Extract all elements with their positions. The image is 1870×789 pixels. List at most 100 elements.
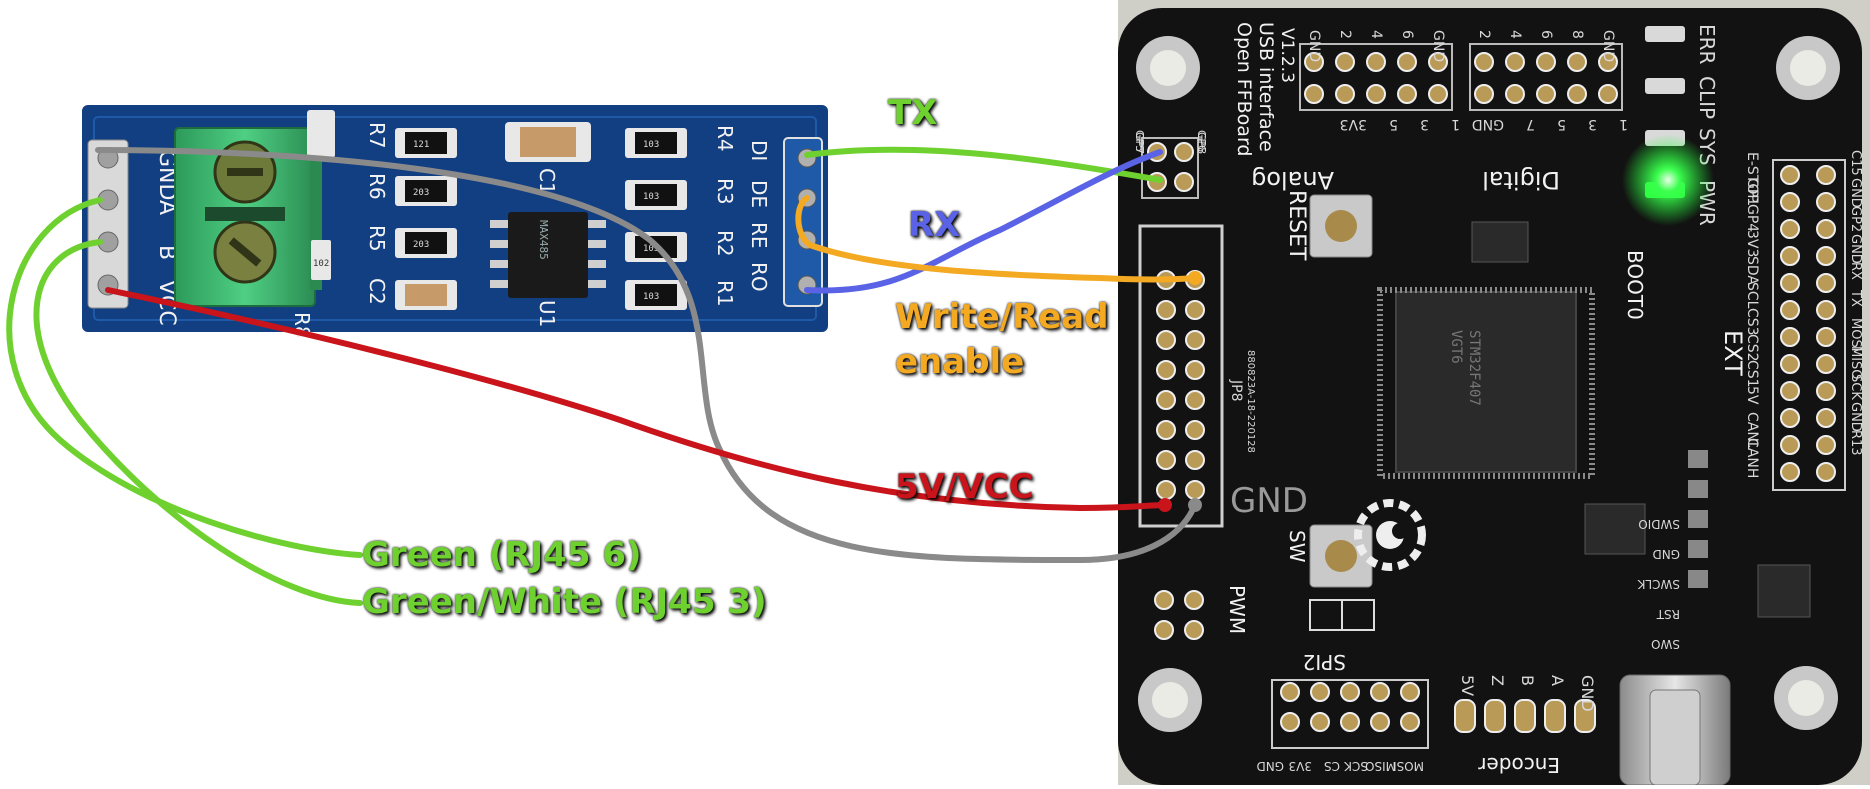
label-rx: RX xyxy=(908,208,960,242)
chip-text: MAX485 xyxy=(537,220,550,260)
label-gnd: GND xyxy=(1230,484,1308,518)
jp8-pin xyxy=(1185,480,1205,500)
encoder-pin xyxy=(1484,699,1506,733)
spi-pin xyxy=(1310,682,1330,702)
analog-pin-label: 1 xyxy=(1451,116,1460,132)
label-jp8: JP8 xyxy=(1228,379,1244,401)
label-green-white-text: Green/White (RJ45 3) xyxy=(362,582,767,622)
analog-pin-label: 2 xyxy=(1337,30,1353,39)
digital-pin-label: 3 xyxy=(1588,116,1597,132)
ext-pin-label: CS1 xyxy=(1744,360,1760,388)
ext-pin xyxy=(1816,327,1836,347)
encoder-pin xyxy=(1544,699,1566,733)
module-pin-de: DE xyxy=(747,180,771,208)
reset-button xyxy=(1309,194,1373,258)
spi-pin xyxy=(1370,682,1390,702)
label-pwm: PWM xyxy=(1225,585,1249,634)
ext-pin-label-2: SCK xyxy=(1848,374,1863,400)
swd-label: RST xyxy=(1656,607,1680,621)
spi-pin-label: 3V3 xyxy=(1289,759,1312,773)
spi-pin-label: CS xyxy=(1324,759,1340,773)
encoder-pin-label: B xyxy=(1518,675,1537,686)
ext-pin xyxy=(1780,246,1800,266)
module-left-header xyxy=(87,139,129,309)
label-digital: Digital xyxy=(1482,166,1560,194)
board-title-2: USB interface xyxy=(1255,22,1277,152)
module-pin-a: A xyxy=(154,200,179,215)
analog-pin xyxy=(1335,84,1355,104)
label-ext: EXT xyxy=(1719,330,1747,376)
label-green-text: Green (RJ45 6) xyxy=(362,535,642,575)
encoder-pin-label: A xyxy=(1548,675,1567,686)
ext-pin xyxy=(1816,462,1836,482)
gp-pin-label: GP7 xyxy=(1133,132,1146,154)
code-3: 103 xyxy=(643,140,659,150)
spi-pin-label: MOSI xyxy=(1393,759,1424,773)
ext-pin-label-2: GND xyxy=(1848,234,1863,264)
encoder-pin xyxy=(1454,699,1476,733)
jp8-pin xyxy=(1185,450,1205,470)
ext-pin-label-2: GP2 xyxy=(1848,206,1863,232)
label-r7: R7 xyxy=(365,122,389,149)
ext-header: E-STOPGP1GP43V3SDASCLCS3CS2CS15VCANLCANH… xyxy=(1744,150,1863,491)
swd-label: GND xyxy=(1652,547,1680,561)
analog-pin xyxy=(1397,52,1417,72)
jp8-pin xyxy=(1185,360,1205,380)
gp-pin-label: GP8 xyxy=(1195,132,1208,154)
swd-pin xyxy=(1688,480,1708,498)
gp-pin-label: GP6 xyxy=(1195,130,1208,152)
pwm-header xyxy=(1154,590,1204,640)
digital-pin xyxy=(1505,52,1525,72)
analog-pin xyxy=(1304,84,1324,104)
analog-pin-label: GND xyxy=(1306,30,1322,62)
digital-pin xyxy=(1567,52,1587,72)
usb-c-port xyxy=(1619,674,1731,786)
ext-pin-label-2: R13 xyxy=(1848,430,1863,456)
pwr-led-glow xyxy=(1622,134,1714,226)
encoder-pin-label: Z xyxy=(1488,675,1507,686)
wire-rj45-6 xyxy=(6,197,363,558)
ext-pin xyxy=(1816,273,1836,293)
ext-pin xyxy=(1816,354,1836,374)
analog-pin xyxy=(1428,84,1448,104)
label-write-read-2-text: enable xyxy=(895,342,1025,382)
analog-pin-label: GND xyxy=(1430,30,1446,62)
led xyxy=(1645,26,1685,42)
label-c2: C2 xyxy=(365,278,389,305)
label-sw: SW xyxy=(1285,530,1309,563)
code-0: 121 xyxy=(413,140,429,150)
code-7: 102 xyxy=(313,259,329,269)
jp8-pin xyxy=(1185,330,1205,350)
ext-pin-label: CANH xyxy=(1744,438,1760,478)
swd-pin xyxy=(1688,540,1708,558)
ext-pin-label-2: GND xyxy=(1848,402,1863,432)
ext-pin xyxy=(1780,165,1800,185)
ext-pin-label-2: C15 xyxy=(1848,150,1863,176)
ext-pin-label: CS2 xyxy=(1744,334,1760,362)
ext-pin-label-2: GND xyxy=(1848,178,1863,208)
led-label-clip: CLIP xyxy=(1695,76,1719,119)
encoder-pin-label: GND xyxy=(1578,675,1597,712)
swd-label: SWCLK xyxy=(1636,577,1680,591)
code-4: 103 xyxy=(643,192,659,202)
mcu-text-1: STM32F407 xyxy=(1466,330,1482,406)
stm32-chip: STM32F407 VGT6 xyxy=(1377,287,1595,479)
board-title-1: Open FFBoard xyxy=(1233,22,1255,156)
digital-pin xyxy=(1598,52,1618,72)
digital-pin xyxy=(1536,84,1556,104)
board-id: 880823A-18-220128 xyxy=(1245,350,1256,453)
spi-pin-label: MISO xyxy=(1365,759,1396,773)
spi-pin-label: GND xyxy=(1256,759,1284,773)
jp8-pin xyxy=(1156,420,1176,440)
ext-pin-label: 5V xyxy=(1744,386,1760,405)
code-2: 203 xyxy=(413,240,429,250)
label-tx-text: TX xyxy=(888,93,938,133)
digital-pin-label: 2 xyxy=(1476,30,1492,39)
label-vcc: 5V/VCC xyxy=(895,470,1034,504)
code-6: 103 xyxy=(643,292,659,302)
analog-pin xyxy=(1366,84,1386,104)
module-pin-re: RE xyxy=(747,222,771,249)
